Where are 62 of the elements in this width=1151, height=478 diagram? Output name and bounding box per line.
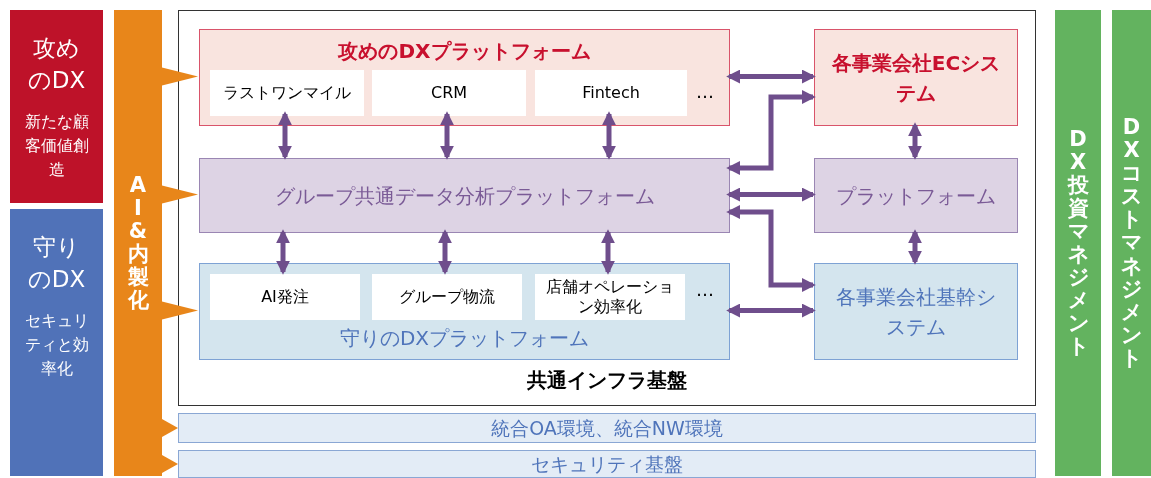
panel-description: セキュリティと効率化 [23,310,90,380]
box-label: 各事業会社ECシステム [830,49,1002,107]
frame-title: 共通インフラ基盤 [526,367,688,394]
box-label: プラットフォーム [835,182,997,210]
double-arrow [908,229,922,265]
vertical-bar [1055,10,1101,476]
module-label: ラストワンマイル [222,83,352,103]
platform-box [199,263,730,360]
box-label: セキュリティ基盤 [530,451,684,477]
vertical-label: DXコストマネジメント [1121,116,1142,370]
module-label: AI発注 [260,287,310,307]
module-box [210,274,360,320]
module-box [372,274,522,320]
category-panel [10,209,103,476]
arrow-notch [162,67,198,86]
double-arrow [726,303,816,318]
system-box [814,29,1018,126]
panel-heading: 守りのDX [26,233,87,294]
arrow-notch [162,455,178,473]
platform-box [199,158,730,233]
box-label: グループ共通データ分析プラットフォーム [273,182,656,210]
box-label: 統合OA環境、統合NW環境 [490,415,724,441]
double-arrow [602,111,616,160]
module-label: CRM [429,83,469,103]
infrastructure-frame [178,10,1036,406]
system-box [814,263,1018,360]
system-box [814,158,1018,233]
infrastructure-band [178,450,1036,478]
arrow-notch [162,419,178,437]
platform-title: 守りのDXプラットフォーム [338,325,591,352]
box-label: 各事業会社基幹システム [835,283,997,341]
panel-heading: 攻めのDX [26,34,87,95]
arrow-notch [162,301,198,320]
double-arrow [908,122,922,160]
module-box [372,70,526,116]
module-label: 店舗オペレーション効率化 [545,277,675,317]
ellipsis-text: … [696,80,714,104]
platform-box [199,29,730,126]
vertical-bar [1112,10,1151,476]
double-arrow [726,90,816,175]
double-arrow [726,187,816,202]
double-arrow [278,111,292,160]
vertical-label: DX投資マネジメント [1067,127,1089,359]
arrow-notch [162,185,198,204]
double-arrow [440,111,454,160]
vertical-bar [114,10,162,476]
platform-title: 攻めのDXプラットフォーム [337,38,592,65]
ellipsis-text: … [696,278,714,302]
category-panel [10,10,103,203]
double-arrow [726,205,816,292]
double-arrow [276,229,290,275]
vertical-label: AI&内製化 [127,173,149,313]
module-label: Fintech [581,83,641,103]
panel-description: 新たな顧客価値創造 [23,111,90,181]
module-box [535,70,687,116]
module-box [210,70,364,116]
double-arrow [726,69,816,84]
module-box [535,274,685,320]
double-arrow [438,229,452,275]
infrastructure-band [178,413,1036,443]
module-label: グループ物流 [398,287,496,307]
double-arrow [601,229,615,275]
